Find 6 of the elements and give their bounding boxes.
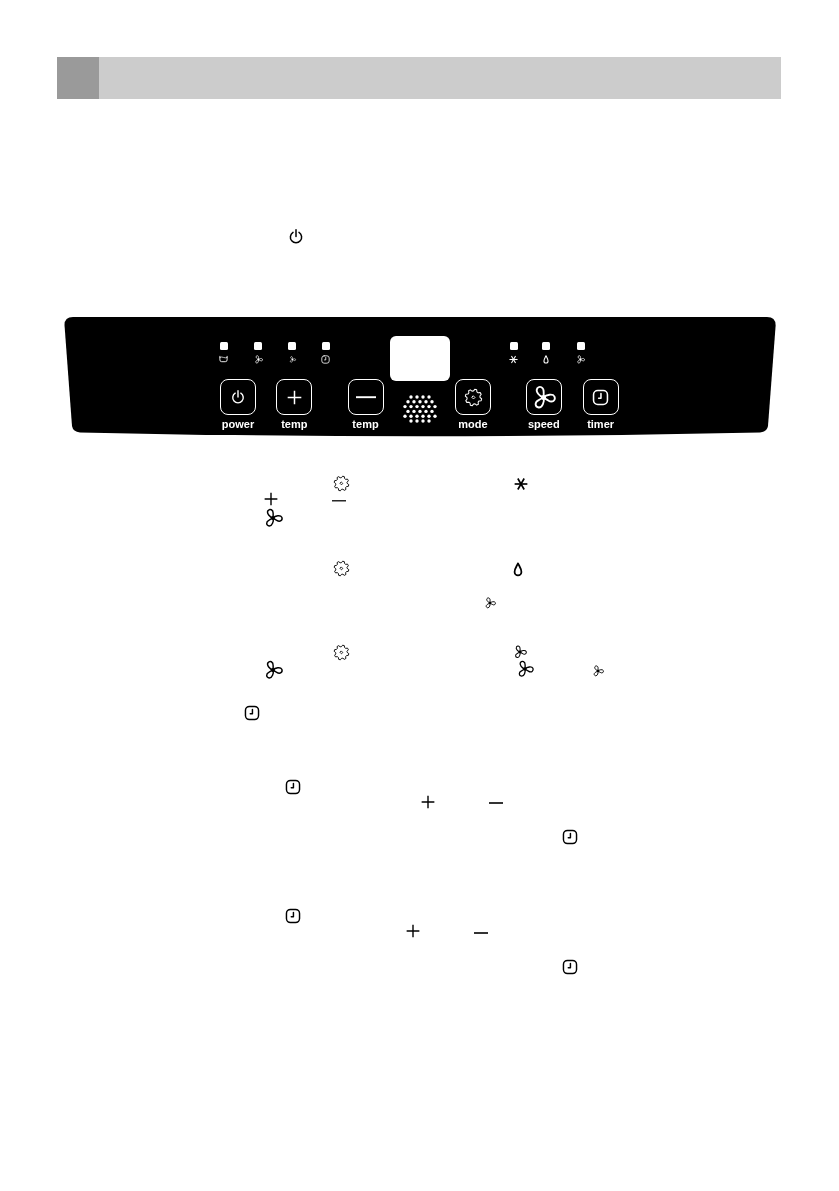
key-label: temp <box>281 418 308 431</box>
key-label: temp <box>352 418 379 431</box>
key-label: speed <box>527 418 560 431</box>
key-label: mode <box>458 418 488 431</box>
key-label: power <box>221 418 255 431</box>
key-label: timer <box>587 418 615 431</box>
